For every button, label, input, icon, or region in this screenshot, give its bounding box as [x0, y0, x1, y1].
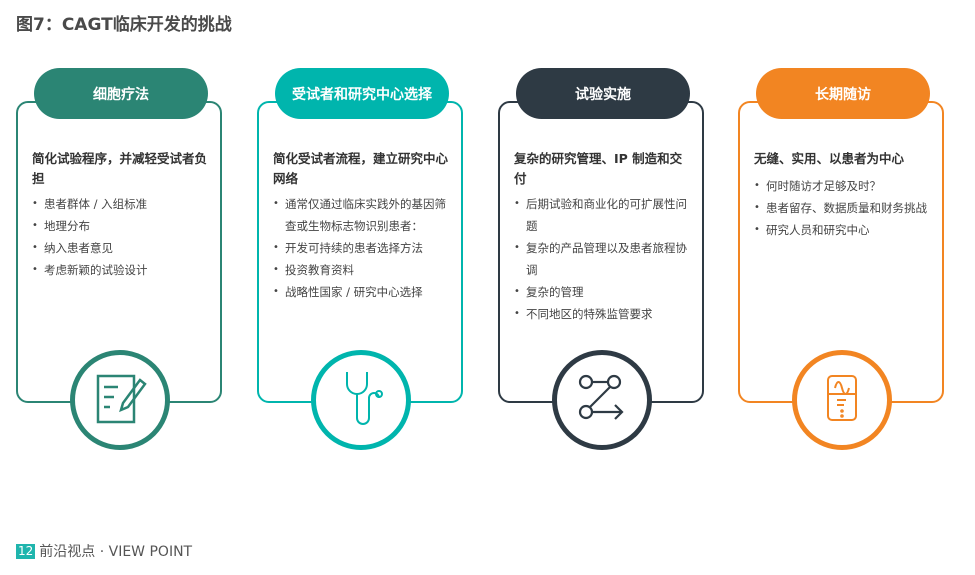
footer: 12 前沿视点 · VIEW POINT: [16, 541, 192, 561]
card-heading: 复杂的研究管理、IP 制造和交付: [514, 151, 683, 186]
bullet-item: 考虑新颖的试验设计: [32, 259, 214, 281]
monitor-device-icon: [822, 370, 862, 430]
figure-title: 图7：CAGT临床开发的挑战: [16, 15, 232, 35]
challenge-card: 长期随访 无缝、实用、以患者为中心 何时随访才足够及时？患者留存、数据质量和财务…: [738, 68, 944, 450]
card-heading: 无缝、实用、以患者为中心: [754, 151, 905, 166]
card-title-pill: 细胞疗法: [34, 68, 208, 119]
bullet-item: 复杂的产品管理以及患者旅程协调: [514, 237, 696, 281]
icon-circle: [552, 350, 652, 450]
bullet-item: 通常仅通过临床实践外的基因筛查或生物标志物识别患者：: [273, 193, 455, 237]
bullet-item: 后期试验和商业化的可扩展性问题: [514, 193, 696, 237]
card-title-pill: 长期随访: [756, 68, 930, 119]
footer-text: 前沿视点 · VIEW POINT: [39, 544, 193, 560]
bullet-item: 患者留存、数据质量和财务挑战: [754, 197, 936, 219]
icon-circle: [70, 350, 170, 450]
bullet-item: 何时随访才足够及时？: [754, 175, 936, 197]
icon-circle: [311, 350, 411, 450]
card-title-pill: 受试者和研究中心选择: [275, 68, 449, 119]
bullet-item: 患者群体 / 入组标准: [32, 193, 214, 215]
bullet-item: 不同地区的特殊监管要求: [514, 303, 696, 325]
page-number: 12: [16, 543, 36, 559]
bullet-list: 患者群体 / 入组标准地理分布纳入患者意见考虑新颖的试验设计: [32, 193, 214, 281]
challenge-card: 试验实施 复杂的研究管理、IP 制造和交付 后期试验和商业化的可扩展性问题复杂的…: [498, 68, 704, 450]
bullet-list: 何时随访才足够及时？患者留存、数据质量和财务挑战研究人员和研究中心: [754, 175, 936, 241]
bullet-list: 通常仅通过临床实践外的基因筛查或生物标志物识别患者：开发可持续的患者选择方法投资…: [273, 193, 455, 303]
bullet-item: 地理分布: [32, 215, 214, 237]
stethoscope-icon: [333, 368, 389, 432]
bullet-item: 开发可持续的患者选择方法: [273, 237, 455, 259]
bullet-item: 纳入患者意见: [32, 237, 214, 259]
challenge-card: 受试者和研究中心选择 简化受试者流程，建立研究中心网络 通常仅通过临床实践外的基…: [257, 68, 463, 450]
challenge-card: 细胞疗法 简化试验程序，并减轻受试者负担 患者群体 / 入组标准地理分布纳入患者…: [16, 68, 222, 450]
bullet-item: 复杂的管理: [514, 281, 696, 303]
card-heading: 简化受试者流程，建立研究中心网络: [273, 151, 449, 186]
card-title-pill: 试验实施: [516, 68, 690, 119]
bullet-list: 后期试验和商业化的可扩展性问题复杂的产品管理以及患者旅程协调复杂的管理不同地区的…: [514, 193, 696, 325]
document-pencil-icon: [92, 370, 148, 430]
card-heading: 简化试验程序，并减轻受试者负担: [32, 151, 208, 186]
bullet-item: 战略性国家 / 研究中心选择: [273, 281, 455, 303]
workflow-icon: [574, 370, 630, 430]
bullet-item: 研究人员和研究中心: [754, 219, 936, 241]
bullet-item: 投资教育资料: [273, 259, 455, 281]
icon-circle: [792, 350, 892, 450]
